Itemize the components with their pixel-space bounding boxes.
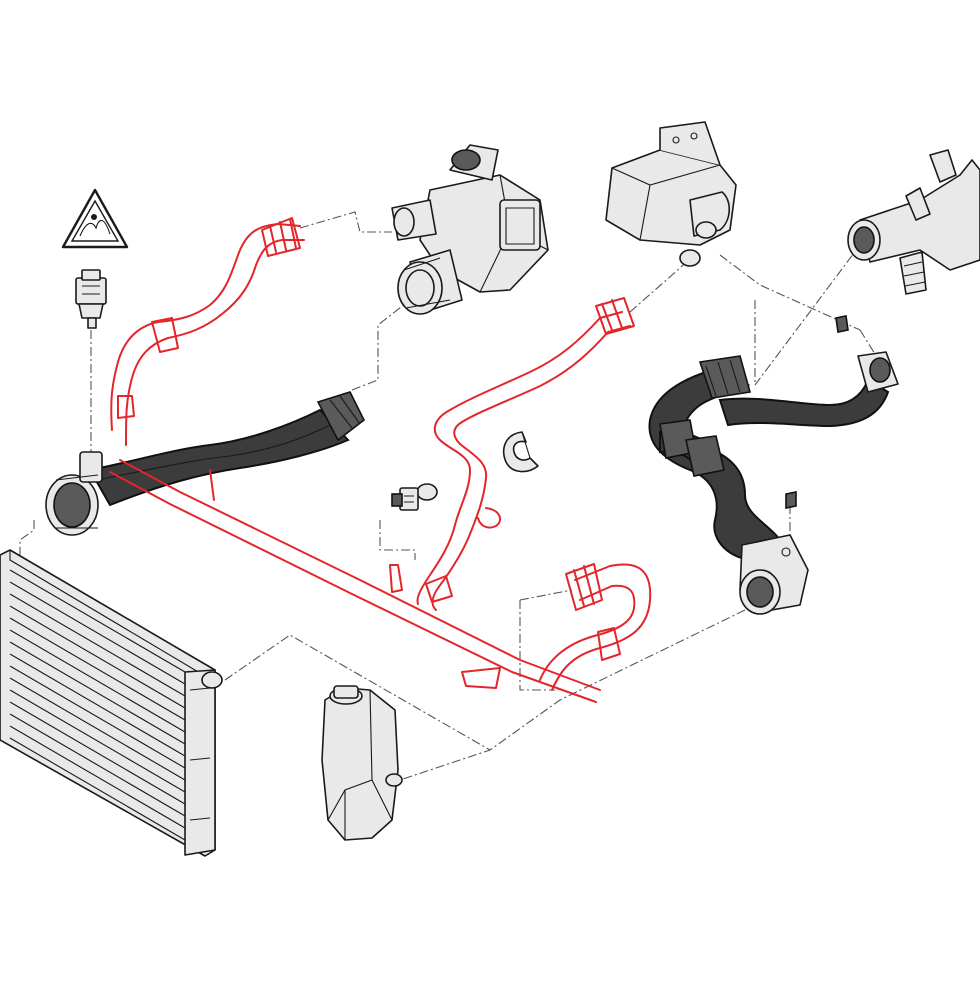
leader-lines xyxy=(19,211,886,781)
hose-clip xyxy=(502,431,539,473)
drain-plug xyxy=(391,483,438,511)
lower-hose-assembly xyxy=(648,315,899,615)
highlighted-hose-lower xyxy=(539,563,652,691)
highlighted-pipe-long xyxy=(109,459,601,703)
upper-radiator-hose xyxy=(45,391,366,536)
temperature-sensor xyxy=(75,269,107,329)
water-pump xyxy=(605,121,737,267)
hose-connector-left xyxy=(45,451,103,536)
thermostat-housing xyxy=(391,144,549,315)
expansion-tank xyxy=(321,685,403,841)
engine-outlet-pipe xyxy=(847,149,980,295)
highlighted-hose-upper-right xyxy=(416,297,635,611)
radiator-fins xyxy=(9,569,186,841)
hose-clamp-right xyxy=(316,391,366,442)
highlighted-hose-upper xyxy=(110,217,305,446)
radiator xyxy=(0,549,223,857)
warning-triangle-icon xyxy=(61,188,129,249)
